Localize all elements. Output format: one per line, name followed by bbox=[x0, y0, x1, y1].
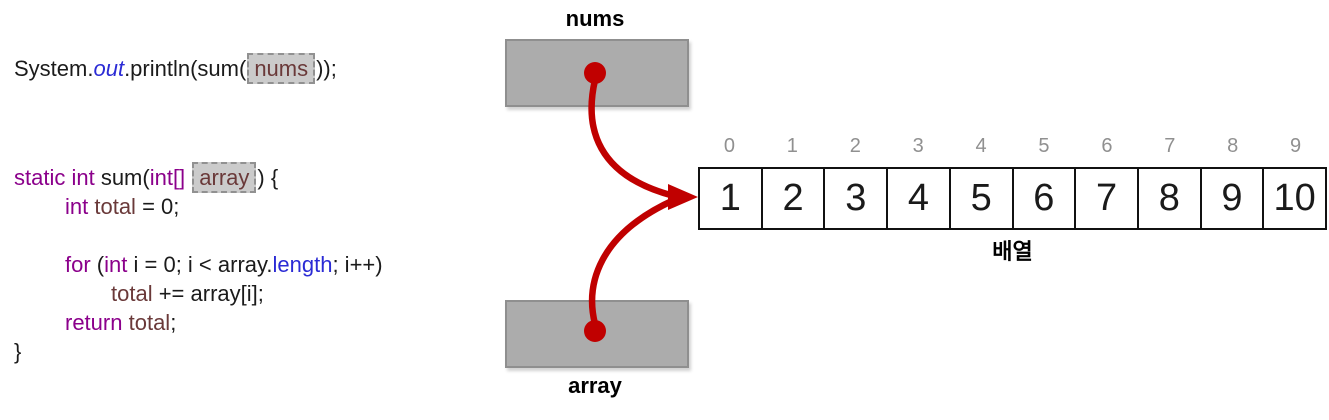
array-cell: 8 bbox=[1139, 169, 1202, 228]
array-cell: 3 bbox=[825, 169, 889, 228]
code-segment: += array[i]; bbox=[152, 281, 264, 306]
code-line: int total = 0; bbox=[14, 192, 383, 221]
code-segment: i = 0; i < array. bbox=[127, 252, 273, 277]
array-index: 9 bbox=[1290, 135, 1302, 157]
code-segment: ) { bbox=[257, 165, 279, 190]
function-definition: static int sum(int[] array) {int total =… bbox=[14, 162, 383, 366]
array-index: 8 bbox=[1227, 135, 1239, 157]
code-line: return total; bbox=[14, 308, 383, 337]
array-index: 4 bbox=[975, 135, 987, 157]
code-segment: total bbox=[128, 310, 171, 335]
code-segment: = 0; bbox=[135, 194, 180, 219]
highlighted-variable: nums bbox=[247, 53, 316, 84]
code-segment: ; i++) bbox=[332, 252, 383, 277]
arrowhead-icon bbox=[668, 184, 698, 210]
code-line: total += array[i]; bbox=[14, 279, 383, 308]
array-index: 6 bbox=[1101, 135, 1113, 157]
call-statement: System.out.println(sum(nums)); bbox=[14, 53, 337, 84]
array-cell: 1 bbox=[700, 169, 763, 228]
code-segment: sum( bbox=[100, 165, 150, 190]
code-segment: total bbox=[111, 281, 153, 306]
array-index: 2 bbox=[849, 135, 861, 157]
code-segment: total bbox=[94, 194, 136, 219]
code-line: } bbox=[14, 337, 383, 366]
code-segment bbox=[185, 165, 191, 190]
code-segment: int bbox=[65, 194, 95, 219]
highlighted-variable: array bbox=[192, 162, 257, 193]
code-segment: int[] bbox=[149, 165, 186, 190]
code-segment: return bbox=[65, 310, 123, 335]
code-segment: for bbox=[65, 252, 91, 277]
array-cell: 10 bbox=[1273, 177, 1316, 219]
code-line bbox=[14, 221, 383, 250]
code-line: for (int i = 0; i < array.length; i++) bbox=[14, 250, 383, 279]
code-segment: out bbox=[93, 56, 125, 81]
code-segment: length bbox=[272, 252, 333, 277]
array-box-label: array bbox=[568, 373, 622, 398]
code-segment: } bbox=[14, 339, 22, 364]
array-caption: 배열 bbox=[992, 239, 1033, 264]
code-segment: ( bbox=[90, 252, 105, 277]
array-cell: 6 bbox=[1014, 169, 1077, 228]
array-cell: 5 bbox=[951, 169, 1014, 228]
array-index: 1 bbox=[786, 135, 798, 157]
code-segment: static int bbox=[14, 165, 101, 190]
code-segment: System. bbox=[14, 56, 94, 81]
array-index: 7 bbox=[1164, 135, 1176, 157]
code-segment: int bbox=[104, 252, 128, 277]
array-cell: 2 bbox=[763, 169, 826, 228]
array-reference-box bbox=[505, 300, 689, 368]
code-segment: .println(sum( bbox=[124, 56, 247, 81]
array-cell: 9 bbox=[1202, 169, 1265, 228]
code-segment: )); bbox=[316, 56, 337, 81]
array-cell: 7 bbox=[1076, 169, 1139, 228]
array-index-row: 0 1 2 3 4 5 6 7 8 9 bbox=[698, 135, 1327, 158]
code-line: static int sum(int[] array) { bbox=[14, 162, 383, 193]
array-index: 3 bbox=[912, 135, 924, 157]
array-cell: 4 bbox=[888, 169, 951, 228]
array-index: 5 bbox=[1038, 135, 1050, 157]
nums-box-label: nums bbox=[565, 6, 625, 31]
code-segment: ; bbox=[170, 310, 177, 335]
array-index: 0 bbox=[723, 135, 736, 157]
nums-reference-box bbox=[505, 39, 689, 107]
